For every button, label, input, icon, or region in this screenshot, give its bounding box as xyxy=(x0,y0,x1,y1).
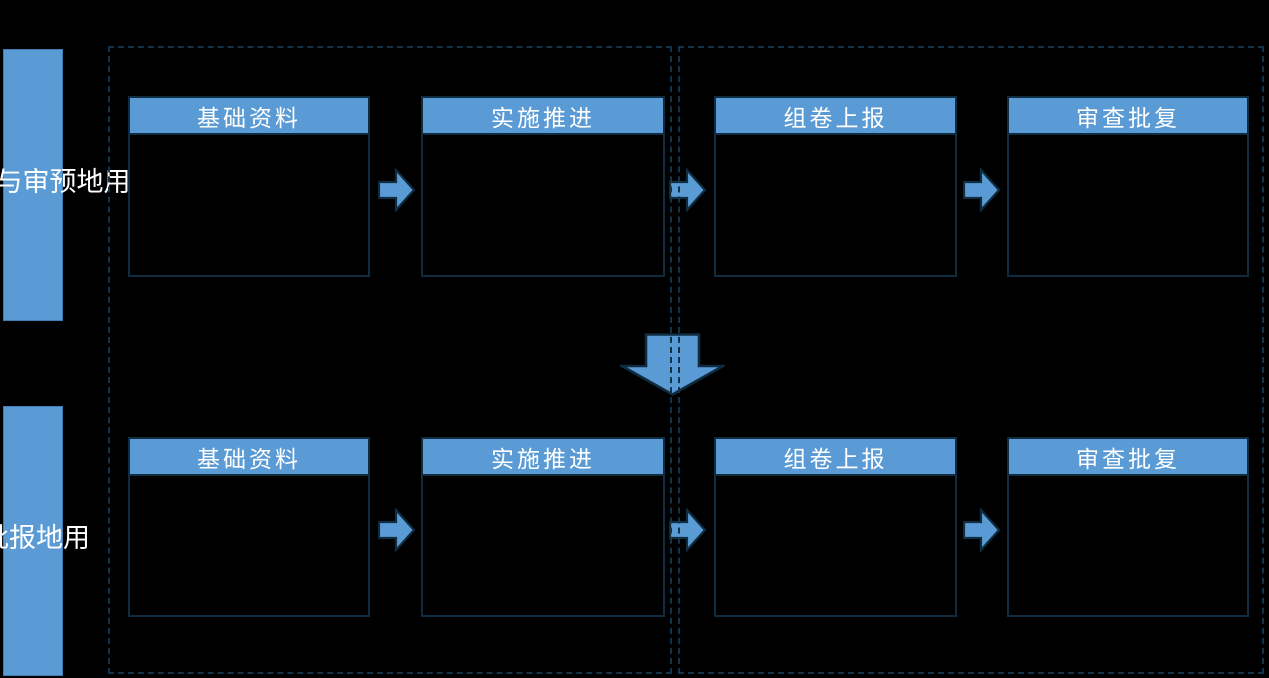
flow-box-body xyxy=(1009,135,1247,275)
flow-box-top-basic-materials: 基础资料 xyxy=(128,96,370,277)
flow-box-header: 实施推进 xyxy=(423,98,663,135)
down-arrow-icon xyxy=(617,333,728,396)
right-arrow-icon xyxy=(668,167,707,213)
flow-box-body xyxy=(130,135,368,275)
right-arrow-icon xyxy=(377,167,416,213)
flow-box-header: 审查批复 xyxy=(1009,439,1247,476)
flow-box-header: 基础资料 xyxy=(130,439,368,476)
flow-box-header: 实施推进 xyxy=(423,439,663,476)
flow-box-top-implementation: 实施推进 xyxy=(421,96,665,277)
flow-box-bottom-review-approval: 审查批复 xyxy=(1007,437,1249,617)
flow-box-header: 组卷上报 xyxy=(716,439,955,476)
flow-box-body xyxy=(423,476,663,615)
stage-group-land-pre-review-siting: 用 地 预 审 与 选 址 xyxy=(0,49,130,321)
flow-box-bottom-implementation: 实施推进 xyxy=(421,437,665,617)
right-arrow-icon xyxy=(377,507,416,553)
right-arrow-icon xyxy=(668,507,707,553)
flow-box-bottom-basic-materials: 基础资料 xyxy=(128,437,370,617)
flow-box-bottom-case-filing: 组卷上报 xyxy=(714,437,957,617)
stage-group-land-submission: 用 地 报 批 xyxy=(0,406,89,676)
right-arrow-icon xyxy=(962,507,1001,553)
stage-group-label: 用 地 报 批 xyxy=(0,523,89,559)
flow-box-top-case-filing: 组卷上报 xyxy=(714,96,957,277)
flow-box-top-review-approval: 审查批复 xyxy=(1007,96,1249,277)
flow-box-body xyxy=(716,476,955,615)
flow-box-header: 审查批复 xyxy=(1009,98,1247,135)
flow-box-header: 基础资料 xyxy=(130,98,368,135)
flow-box-body xyxy=(716,135,955,275)
flow-box-header: 组卷上报 xyxy=(716,98,955,135)
stage-group-label: 用 地 预 审 与 选 址 xyxy=(0,167,130,203)
flow-box-body xyxy=(130,476,368,615)
right-arrow-icon xyxy=(962,167,1001,213)
flow-box-body xyxy=(423,135,663,275)
flow-box-body xyxy=(1009,476,1247,615)
